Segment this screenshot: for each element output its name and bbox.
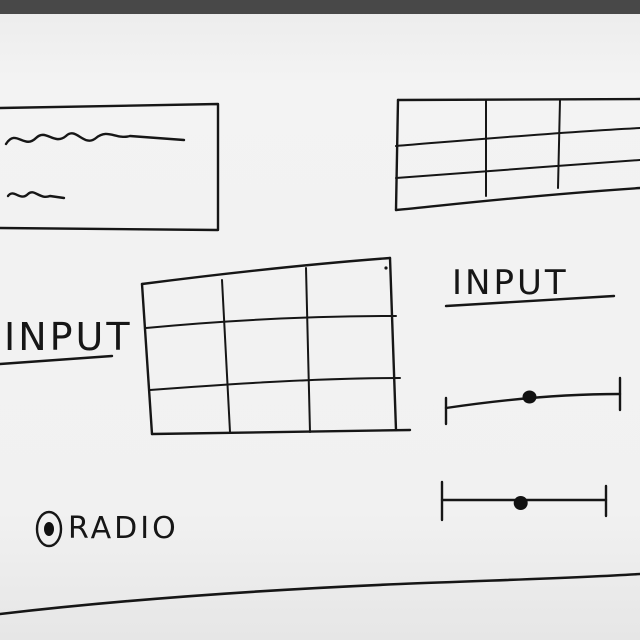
- text-block: [0, 102, 220, 232]
- input-label-right-group: INPUT: [444, 263, 616, 308]
- text-placeholder-line-2: [6, 191, 66, 200]
- table-top-right: [394, 97, 640, 212]
- radio-label: RADIO: [68, 511, 179, 546]
- paper-top-edge: [0, 0, 640, 14]
- input-label-right: INPUT: [452, 263, 569, 303]
- table-middle: [140, 256, 412, 436]
- radio-circle[interactable]: [35, 510, 63, 548]
- radio-option[interactable]: RADIO: [35, 510, 179, 548]
- input-left-underline: [0, 354, 114, 366]
- input-label-left: INPUT: [4, 315, 133, 359]
- input-right-underline: [444, 294, 616, 308]
- radio-selected-dot: [44, 522, 54, 536]
- slider-2[interactable]: [440, 480, 608, 522]
- input-label-left-group: INPUT: [0, 315, 133, 366]
- paper-bottom-edge: [0, 572, 640, 616]
- text-placeholder-line-1: [4, 132, 186, 146]
- slider-2-knob[interactable]: [513, 496, 528, 510]
- slider-1-knob[interactable]: [522, 390, 537, 404]
- slider-1[interactable]: [444, 376, 622, 426]
